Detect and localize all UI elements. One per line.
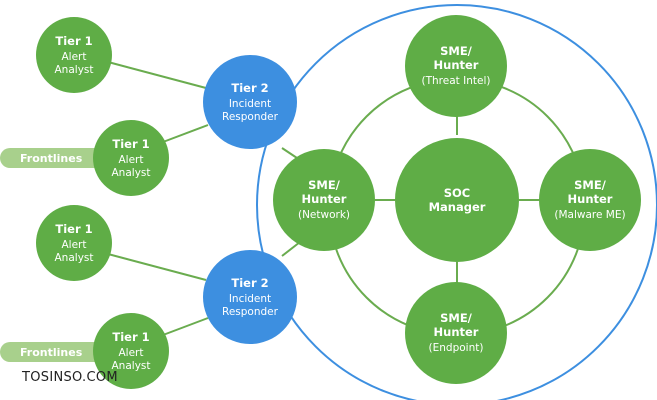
tier1-alert-analyst-node: Tier 1 Alert Analyst xyxy=(93,313,169,389)
node-title: Tier 1 xyxy=(55,33,93,48)
node-title: Hunter xyxy=(433,58,479,72)
node-title: Tier 1 xyxy=(55,221,93,236)
node-role: Analyst xyxy=(111,166,151,179)
tier1-alert-analyst-node: Tier 1 Alert Analyst xyxy=(93,120,169,196)
sme-endpoint-node: SME/ Hunter (Endpoint) xyxy=(405,282,507,384)
node-role: Analyst xyxy=(54,251,94,264)
node-title: Tier 2 xyxy=(231,275,269,290)
node-role: Responder xyxy=(222,305,278,318)
node-title: SME/ xyxy=(440,44,472,58)
node-title: Tier 1 xyxy=(112,136,150,151)
tier2-incident-responder-node: Tier 2 Incident Responder xyxy=(203,250,297,344)
sme-network-node: SME/ Hunter (Network) xyxy=(273,149,375,251)
node-title: SME/ xyxy=(440,311,472,325)
link-t1c-t2b xyxy=(107,253,207,281)
node-role: (Endpoint) xyxy=(428,342,484,354)
node-title: Hunter xyxy=(301,192,347,206)
node-role: Responder xyxy=(222,110,278,123)
tier2-incident-responder-node: Tier 2 Incident Responder xyxy=(203,55,297,149)
link-t2b-network xyxy=(281,241,301,257)
node-role: Incident xyxy=(228,292,272,305)
link-t1b-t2a xyxy=(162,124,209,143)
node-role: (Threat Intel) xyxy=(421,75,491,87)
sme-threat-intel-node: SME/ Hunter (Threat Intel) xyxy=(405,15,507,117)
node-title: Tier 1 xyxy=(112,329,150,344)
tier1-alert-analyst-node: Tier 1 Alert Analyst xyxy=(36,17,112,93)
frontlines-label: Frontlines xyxy=(0,342,112,362)
node-role: (Network) xyxy=(297,209,351,221)
node-role: (Malware ME) xyxy=(554,209,626,221)
link-t1d-t2b xyxy=(162,317,209,336)
node-title: Hunter xyxy=(433,325,479,339)
node-title: SME/ xyxy=(574,178,606,192)
node-role: Alert xyxy=(61,238,87,251)
node-title: Manager xyxy=(428,200,486,214)
node-role: Analyst xyxy=(111,359,151,372)
link-t1a-t2a xyxy=(107,61,207,89)
node-title: SOC xyxy=(443,186,471,200)
soc-manager-node: SOC Manager xyxy=(395,138,519,262)
node-title: SME/ xyxy=(308,178,340,192)
node-role: Analyst xyxy=(54,63,94,76)
node-role: Alert xyxy=(61,50,87,63)
frontlines-label: Frontlines xyxy=(0,148,112,168)
node-title: Tier 2 xyxy=(231,80,269,95)
tier1-alert-analyst-node: Tier 1 Alert Analyst xyxy=(36,205,112,281)
sme-malware-node: SME/ Hunter (Malware ME) xyxy=(539,149,641,251)
watermark-text: TOSINSO.COM xyxy=(22,370,118,385)
node-role: Alert xyxy=(118,153,144,166)
node-role: Alert xyxy=(118,346,144,359)
node-role: Incident xyxy=(228,97,272,110)
node-title: Hunter xyxy=(567,192,613,206)
soc-core-boundary xyxy=(256,4,657,400)
